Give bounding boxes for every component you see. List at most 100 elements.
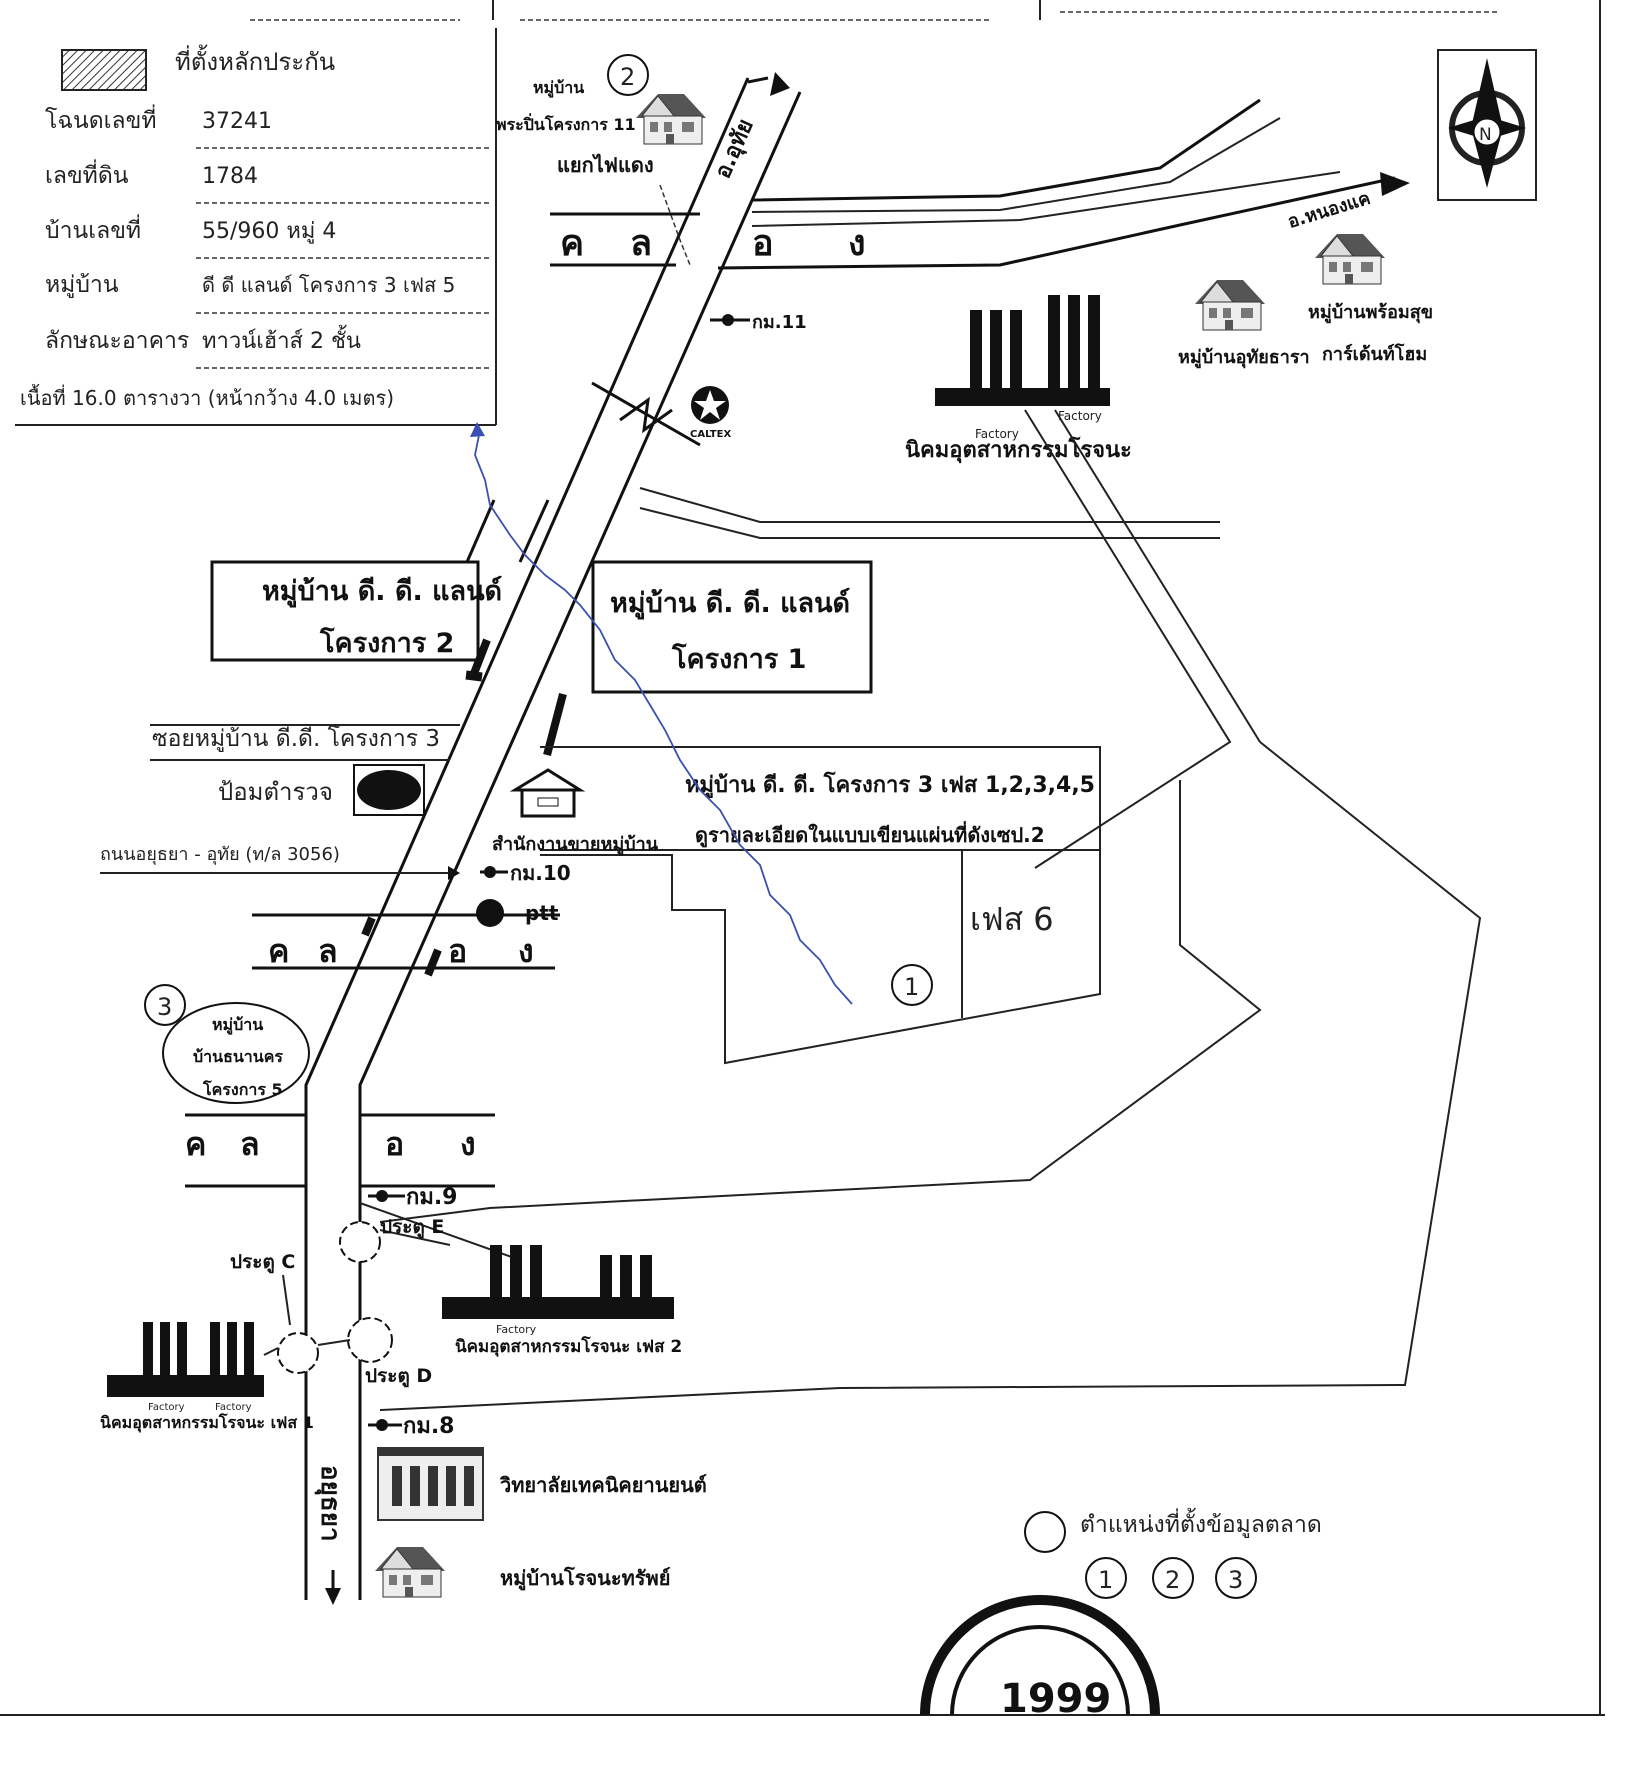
dd-project-1-label: หมู่บ้าน ดี. ดี. แลนด์ [610, 587, 850, 620]
rojana-phase-1-label: นิคมอุตสาหกรรมโรจนะ เฟส 1 [100, 1412, 314, 1433]
partial-stamp: 1999 [920, 1595, 1160, 1722]
rojana-sap-label: หมู่บ้านโรจนะทรัพย์ [500, 1566, 670, 1592]
legend-row-label: เลขที่ดิน [45, 159, 129, 189]
village-sales-office: สำนักงานขายหมู่บ้าน [492, 768, 659, 856]
market-legend-label: ตำแหน่งที่ตั้งข้อมูลตลาด [1080, 1508, 1322, 1538]
legend-row-value: 1784 [202, 164, 258, 189]
rojana-estate-north: Factory Factory นิคมอุตสาหกรรมโรจนะ [905, 295, 1132, 464]
phromsuk-label: การ์เด้นท์โฮม [1322, 343, 1427, 365]
thananakhon-label: โครงการ 5 [202, 1079, 283, 1099]
legend-point-3: 3 [1228, 1566, 1243, 1594]
rojana-sap-village: หมู่บ้านโรจนะทรัพย์ [374, 1546, 670, 1598]
factory-label: Factory [148, 1402, 185, 1413]
phase6-label: เฟส 6 [970, 900, 1054, 938]
km11-marker: กม.11 [710, 312, 807, 333]
tech-college: วิทยาลัยเทคนิคยานยนต์ [377, 1447, 707, 1521]
rojana-phase-2-label: นิคมอุตสาหกรรมโรจนะ เฟส 2 [455, 1336, 682, 1357]
legend-box: ที่ตั้งหลักประกัน โฉนดเลขที่ 37241 เลขที… [15, 28, 497, 426]
legend-point-1: 1 [1098, 1566, 1113, 1594]
gate-c: ประตู C [230, 1251, 319, 1374]
collateral-pointer-line [474, 429, 853, 1005]
village-office-label: สำนักงานขายหมู่บ้าน [492, 834, 659, 856]
rojana-phase-1: Factory Factory นิคมอุตสาหกรรมโรจนะ เฟส … [100, 1322, 314, 1433]
dd-land-project-2: หมู่บ้าน ดี. ดี. แลนด์ โครงการ 2 [210, 560, 502, 662]
thananakhon-label: หมู่บ้าน [212, 1015, 263, 1036]
thananakhon-village: 3 หมู่บ้าน บ้านธนานคร โครงการ 5 [144, 984, 310, 1104]
collateral-hatch-symbol [61, 49, 147, 91]
km11-label: กม.11 [752, 312, 807, 333]
house-icon [1194, 279, 1266, 331]
north-arrow-icon: N [1437, 49, 1537, 201]
to-ayutthaya-label: อยุธยา [314, 1465, 345, 1542]
factory-label: Factory [215, 1402, 252, 1413]
km10-label: กม.10 [510, 861, 571, 885]
house-icon [374, 1546, 446, 1598]
legend-row-value: ดี ดี แลนด์ โครงการ 3 เฟส 5 [202, 273, 455, 297]
canal-letter: ค [185, 1125, 206, 1163]
gate-e-label: ประตู E [380, 1216, 444, 1239]
gate-e: ประตู E [339, 1216, 444, 1263]
ptt-station: ptt [476, 899, 559, 927]
canal-letter: ล [240, 1125, 260, 1163]
police-box: ป้อมตำรวจ [218, 764, 425, 816]
canal-south: ค ล อ ง [185, 1113, 495, 1188]
market-legend: ตำแหน่งที่ตั้งข้อมูลตลาด 1 2 3 [1024, 1508, 1322, 1599]
caltex-label: CALTEX [690, 429, 731, 440]
village-11: 2 หมู่บ้าน พระปิ่นโครงการ 11 แยกไฟแดง [496, 54, 707, 266]
canal-letter: อ [385, 1125, 404, 1163]
factory-label: Factory [975, 427, 1019, 441]
legend-area: เนื้อที่ 16.0 ตารางวา (หน้ากว้าง 4.0 เมต… [20, 384, 394, 410]
stamp-text: 1999 [1000, 1676, 1111, 1722]
km9-label: กม.9 [406, 1185, 458, 1210]
dd-project-2-label: โครงการ 2 [319, 626, 454, 659]
estate-boundary [359, 409, 1482, 1411]
legend-row-label: ลักษณะอาคาร [45, 328, 189, 354]
ptt-label: ptt [525, 901, 559, 925]
canal-letter: ค [560, 223, 584, 264]
canal-letter: ง [460, 1125, 476, 1163]
km8-marker: กม.8 [368, 1414, 455, 1439]
market-point-3: 3 [157, 993, 172, 1021]
road-name: ถนนอยุธยา - อุทัย (ท/ล 3056) [100, 844, 460, 880]
north-label: N [1479, 125, 1492, 145]
gate-d-label: ประตู D [365, 1365, 432, 1388]
km8-label: กม.8 [403, 1414, 455, 1439]
canal-letter: ล [318, 932, 338, 970]
dd3-detail-label: ดูรายละเอียดในแบบเขียนแผ่นที่ดังเซป.2 [695, 820, 1045, 849]
caltex-station: CALTEX [690, 386, 731, 440]
dd3-phases-label: หมู่บ้าน ดี. ดี. โครงการ 3 เฟส 1,2,3,4,5 [685, 771, 1095, 799]
dd-project-2-label: หมู่บ้าน ดี. ดี. แลนด์ [262, 575, 502, 608]
factory-label: Factory [1058, 409, 1102, 423]
collateral-label: ที่ตั้งหลักประกัน [175, 44, 335, 76]
dd-project-1-label: โครงการ 1 [671, 642, 806, 675]
phromsuk-label: หมู่บ้านพร้อมสุข [1308, 302, 1433, 324]
uthai-thara-label: หมู่บ้านอุทัยธารา [1178, 347, 1310, 369]
police-box-label: ป้อมตำรวจ [218, 778, 333, 806]
canal-letter: อ [752, 223, 774, 264]
legend-row-label: โฉนดเลขที่ [45, 104, 157, 134]
to-nong-khae-label: อ.หนองแค [1285, 188, 1372, 233]
canal-letter: อ [448, 932, 467, 970]
canal-letter: ล [630, 223, 652, 264]
house-icon [635, 93, 707, 145]
km10-marker: กม.10 [480, 861, 571, 885]
gate-d: ประตู D [347, 1317, 432, 1388]
rojana-phase-2: Factory นิคมอุตสาหกรรมโรจนะ เฟส 2 [442, 1245, 682, 1357]
traffic-light-label: แยกไฟแดง [557, 153, 654, 177]
legend-row-value: 55/960 หมู่ 4 [202, 219, 336, 244]
dd-land-project-3: ซอยหมู่บ้าน ดี.ดี. โครงการ 3 หมู่บ้าน ดี… [150, 724, 1101, 1065]
canal-letter: ง [518, 932, 534, 970]
village-11-label: หมู่บ้าน [533, 78, 584, 99]
phromsuk-village: หมู่บ้านพร้อมสุข การ์เด้นท์โฮม [1308, 233, 1433, 365]
legend-row-label: บ้านเลขที่ [45, 214, 141, 244]
thananakhon-label: บ้านธนานคร [193, 1047, 283, 1066]
dd-land-project-1: หมู่บ้าน ดี. ดี. แลนด์ โครงการ 1 [591, 560, 873, 694]
to-ayutthaya: อยุธยา [314, 1465, 345, 1605]
village-11-label: พระปิ่นโครงการ 11 [496, 113, 636, 134]
railway-crossing [591, 381, 701, 447]
km9-marker: กม.9 [368, 1185, 458, 1210]
uthai-thara-village: หมู่บ้านอุทัยธารา [1178, 279, 1310, 369]
gate-c-label: ประตู C [230, 1251, 295, 1274]
rojana-estate-label: นิคมอุตสาหกรรมโรจนะ [905, 436, 1132, 464]
